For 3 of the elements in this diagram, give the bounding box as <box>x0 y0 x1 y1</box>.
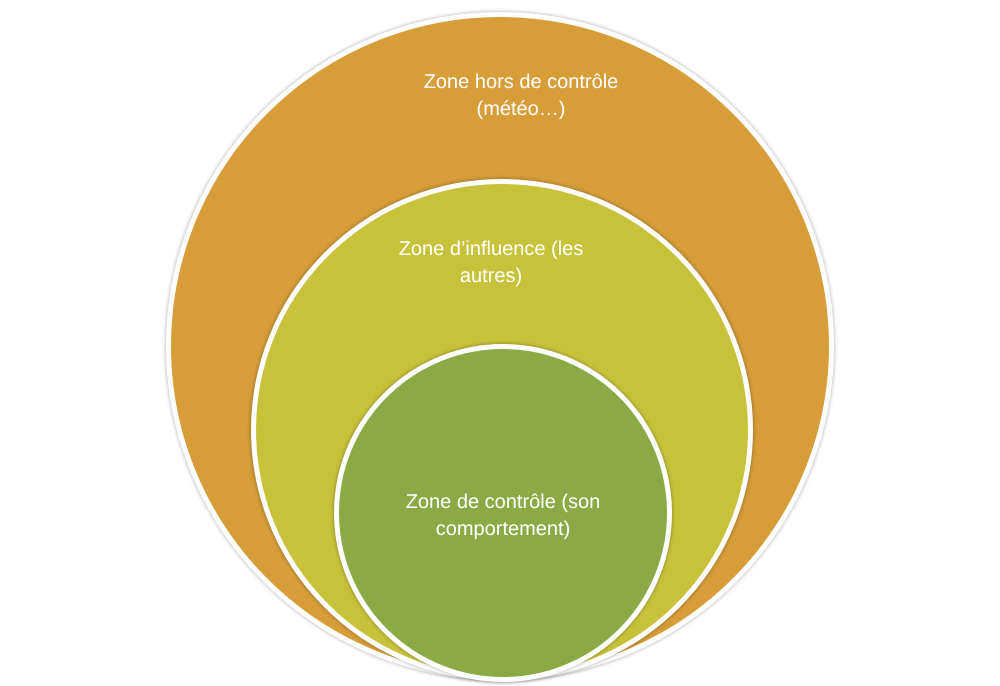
zone-label: Zone hors de contrôle (météo…) <box>422 70 620 122</box>
zone-label: Zone de contrôle (son comportement) <box>404 490 602 542</box>
zone-label: Zone d’influence (les autres) <box>398 237 584 289</box>
